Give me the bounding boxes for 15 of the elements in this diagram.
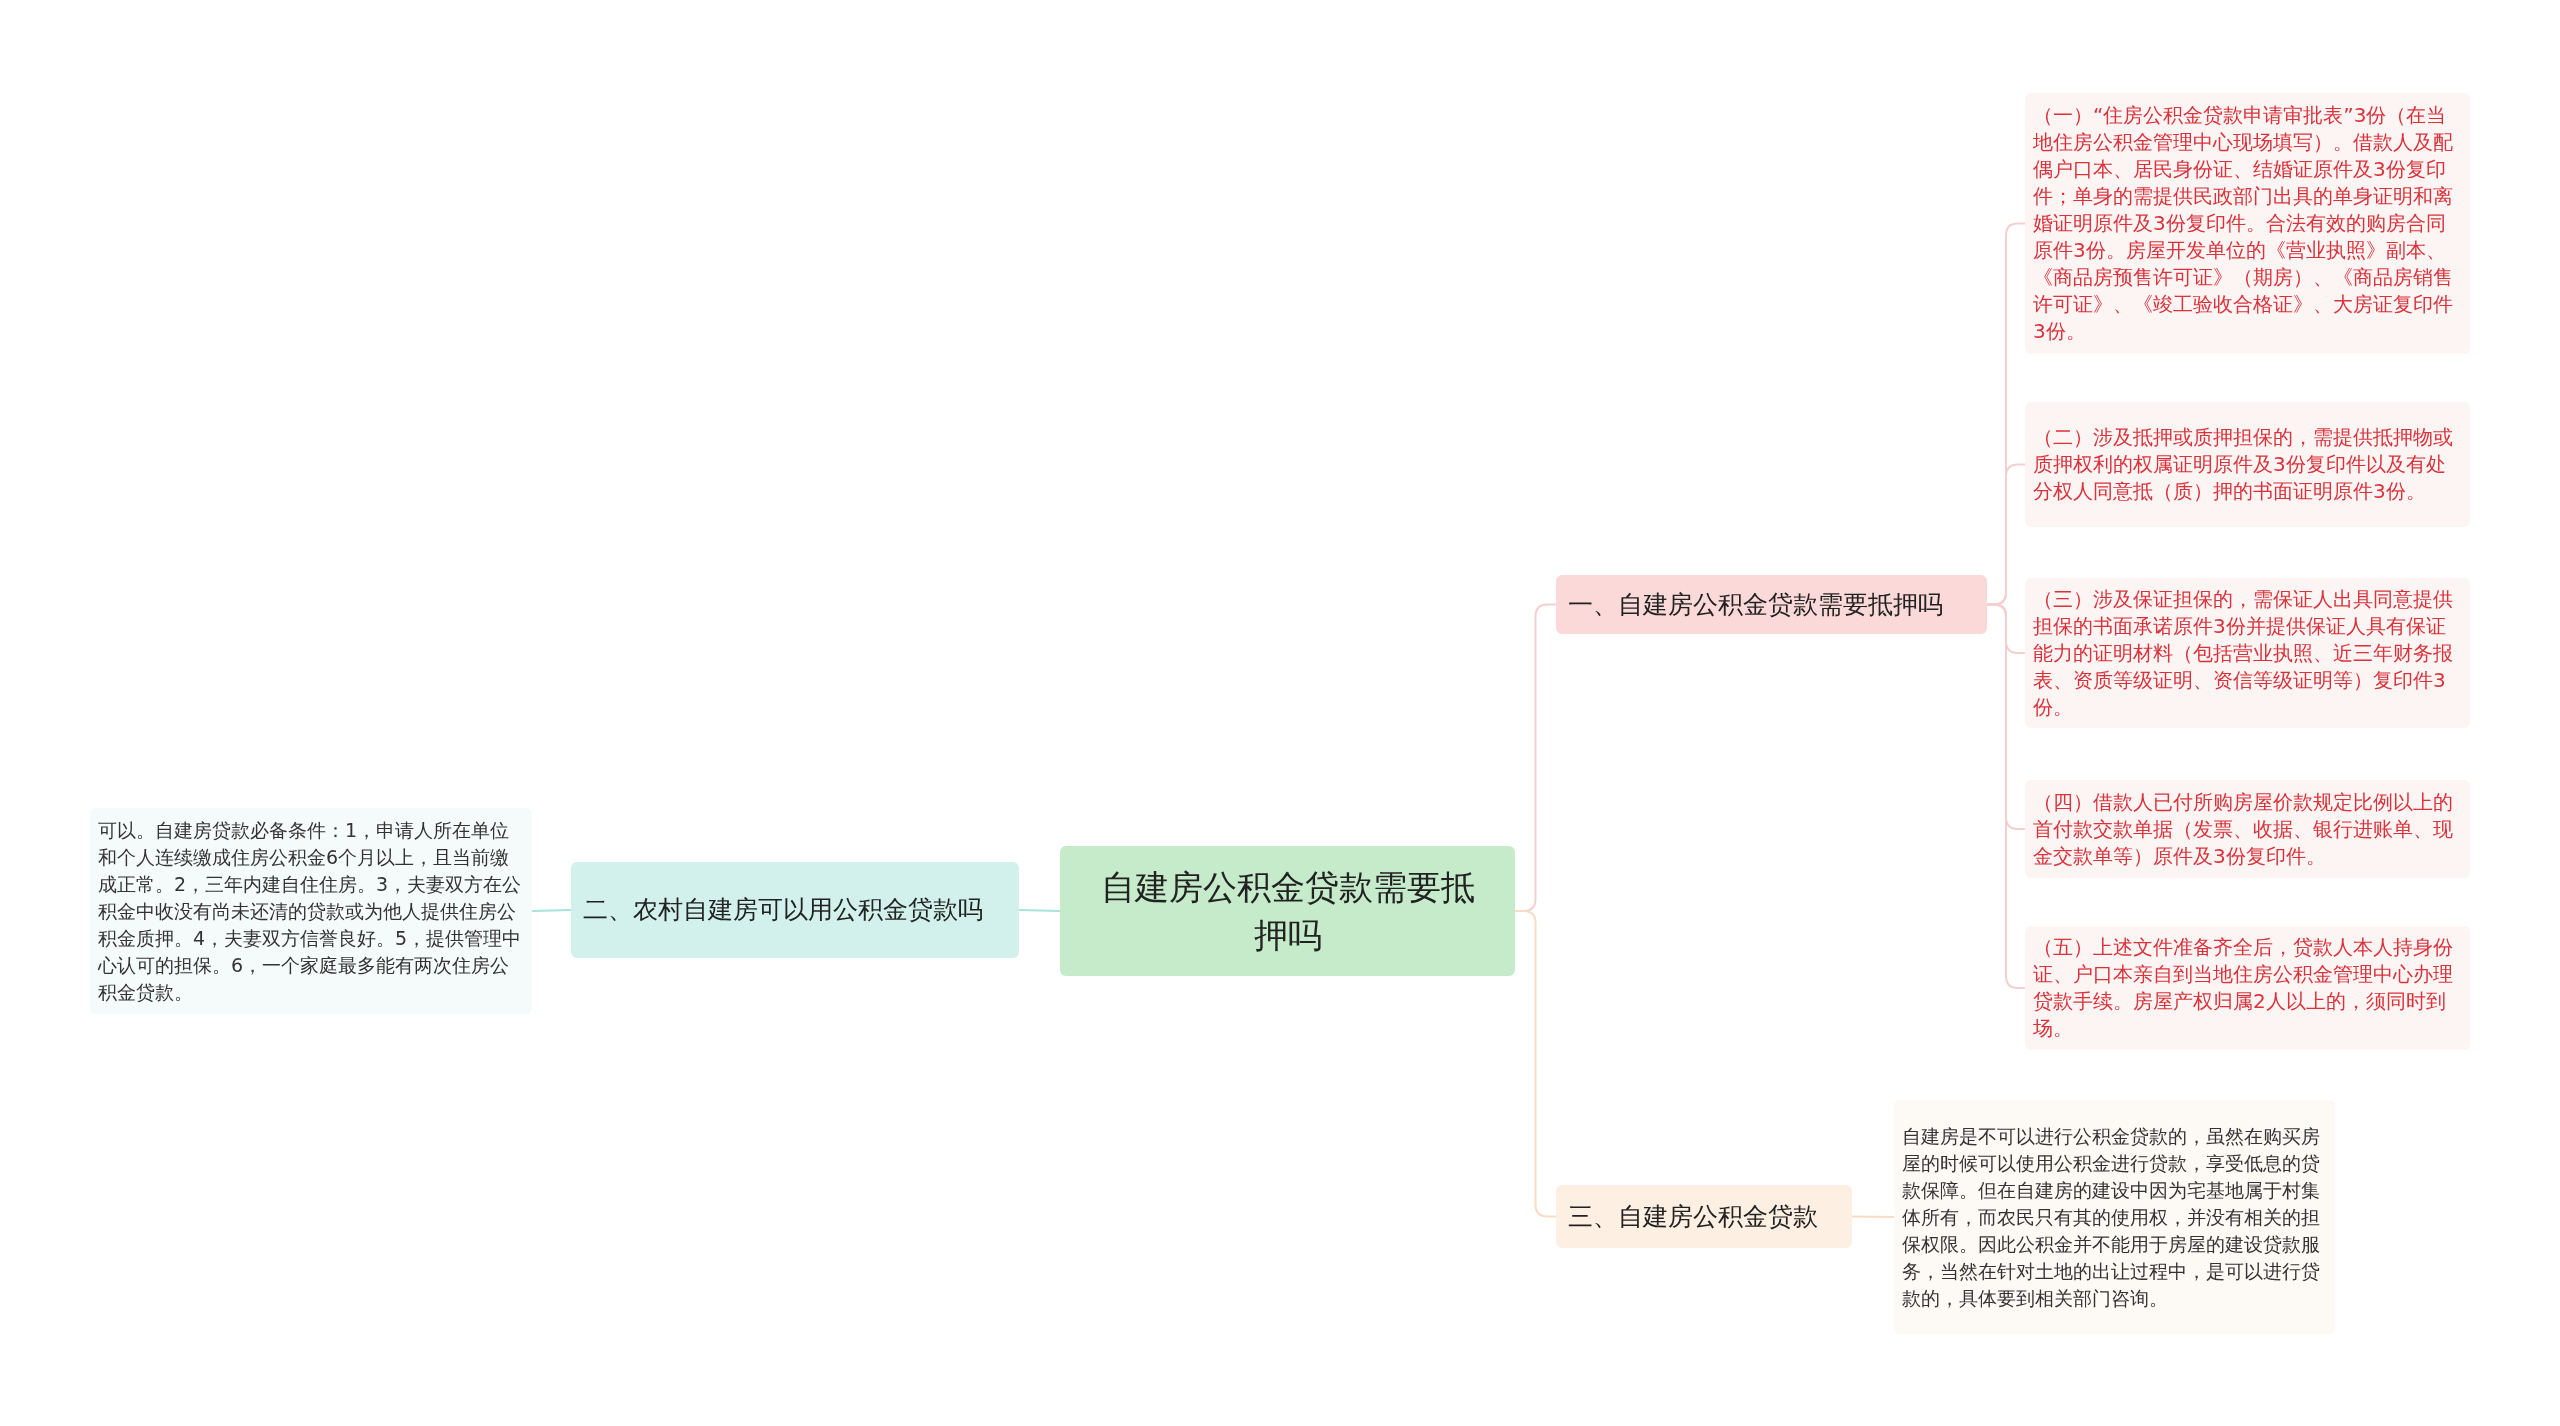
connector-line	[1514, 910, 1557, 1218]
detail-note: （三）涉及保证担保的，需保证人出具同意提供担保的书面承诺原件3份并提供保证人具有保证能力的证明材料（包括营业执照、近三年财务报表、资质等级证明、资信等级证明等）复印件3份。	[2025, 578, 2470, 728]
branch-topic: 一、自建房公积金贷款需要抵押吗	[1556, 575, 1987, 634]
detail-note: （一）“住房公积金贷款申请审批表”3份（在当地住房公积金管理中心现场填写）。借款人及配偶户口本、居民身份证、结婚证原件及3份复印件；单身的需提供民政部门出具的单身证明和离婚证明原件及3份复印件。合法有效的购房合同原件3份。房屋开发单位的《营业执照》副本、《商品房预售许可证》（期房）、《商品房销售许可证》、《竣工验收合格证》、大房证复印件3份。	[2025, 93, 2470, 354]
detail-note: 自建房是不可以进行公积金贷款的，虽然在购买房屋的时候可以使用公积金进行贷款，享受低息的贷款保障。但在自建房的建设中因为宅基地属于村集体所有，而农民只有其的使用权，并没有相关的担保权限。因此公积金并不能用于房屋的建设贷款服务，当然在针对土地的出让过程中，是可以进行贷款的，具体要到相关部门咨询。	[1894, 1100, 2335, 1334]
branch-topic: 三、自建房公积金贷款	[1556, 1185, 1852, 1248]
central-topic: 自建房公积金贷款需要抵押吗	[1060, 846, 1515, 976]
detail-note: （二）涉及抵押或质押担保的，需提供抵押物或质押权利的权属证明原件及3份复印件以及有处分权人同意抵（质）押的书面证明原件3份。	[2025, 402, 2470, 527]
connector-line	[531, 909, 572, 912]
connector-line	[1018, 909, 1061, 912]
detail-note: （四）借款人已付所购房屋价款规定比例以上的首付款交款单据（发票、收据、银行进账单、现金交款单等）原件及3份复印件。	[2025, 780, 2470, 878]
detail-note: 可以。自建房贷款必备条件：1，申请人所在单位和个人连续缴成住房公积金6个月以上，且当前缴成正常。2，三年内建自住住房。3，夫妻双方在公积金中收没有尚未还清的贷款或为他人提供住房公积金质押。4，夫妻双方信誉良好。5，提供管理中心认可的担保。6，一个家庭最多能有两次住房公积金贷款。	[90, 808, 532, 1014]
branch-topic: 二、农村自建房可以用公积金贷款吗	[571, 862, 1019, 958]
detail-note: （五）上述文件准备齐全后，贷款人本人持身份证、户口本亲自到当地住房公积金管理中心办理贷款手续。房屋产权归属2人以上的，须同时到场。	[2025, 926, 2470, 1050]
connector-line	[1851, 1215, 1895, 1218]
